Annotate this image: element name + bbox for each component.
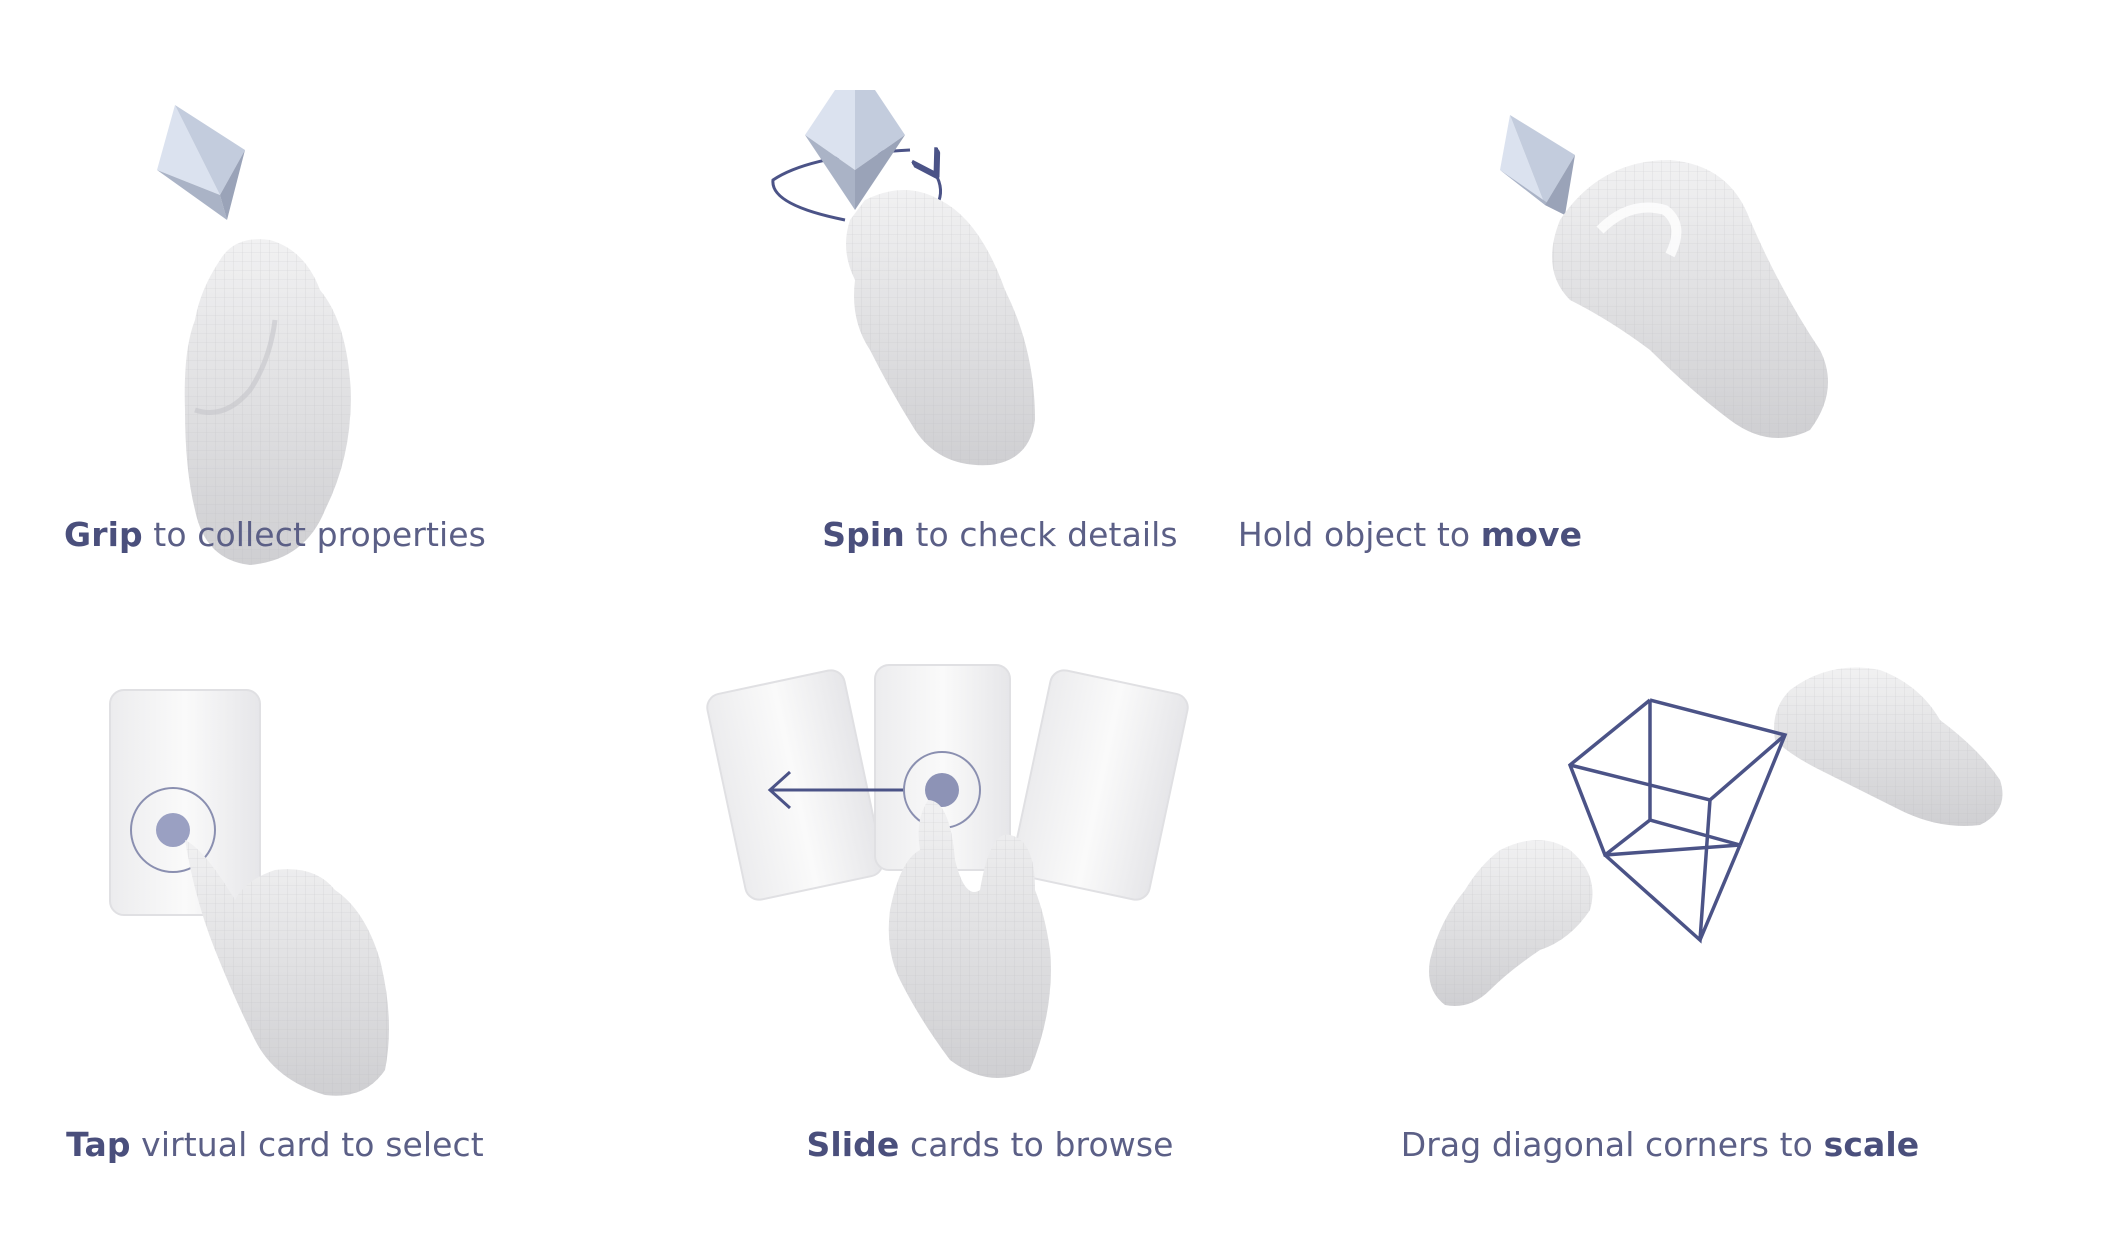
hand-grip-crystal-icon: [157, 105, 351, 565]
card-right: [1011, 669, 1189, 901]
gesture-caption: Hold object to move: [1237, 515, 1583, 554]
gesture-scale-panel: Drag diagonal corners to scale: [1400, 660, 2100, 1260]
tap-target-icon: [130, 787, 216, 873]
hand-shape: [888, 800, 1051, 1078]
gesture-caption: Slide cards to browse: [806, 1125, 1174, 1164]
gesture-caption: Spin to check details: [822, 515, 1178, 554]
hand-spin-crystal-icon: [771, 90, 1035, 466]
hand-shape: [184, 239, 351, 565]
gesture-grip-panel: Grip to collect properties: [35, 90, 735, 690]
hand-shape: [185, 840, 389, 1096]
gesture-caption: Tap virtual card to select: [66, 1125, 484, 1164]
hands-scale-cube-icon: [1429, 667, 2003, 1006]
scale-cube-icon: [1567, 698, 1788, 944]
card-left: [706, 669, 884, 901]
hand-shape: [1552, 160, 1828, 438]
gesture-spin-panel: Spin to check details: [690, 90, 1390, 690]
gesture-caption: Drag diagonal corners to scale: [1400, 1125, 1920, 1164]
virtual-card: [109, 689, 261, 916]
crystal-octahedron: [157, 105, 245, 220]
gesture-caption: Grip to collect properties: [64, 515, 486, 554]
hand-tap-card-icon: [109, 689, 389, 1096]
gesture-move-panel: Hold object to move: [1238, 90, 2100, 690]
hand-bottom-left: [1429, 840, 1593, 1006]
crystal-octahedron: [1500, 115, 1575, 215]
gesture-slide-panel: Slide cards to browse: [690, 660, 1390, 1260]
hand-slide-cards-icon: [706, 664, 1189, 1078]
gesture-tap-panel: Tap virtual card to select: [35, 660, 735, 1260]
slide-arrow-icon: [767, 770, 905, 810]
hand-shape: [846, 190, 1035, 466]
hand-hold-crystal-icon: [1500, 115, 1828, 438]
hand-top-right: [1774, 667, 2003, 826]
crystal-octahedron: [805, 90, 905, 210]
